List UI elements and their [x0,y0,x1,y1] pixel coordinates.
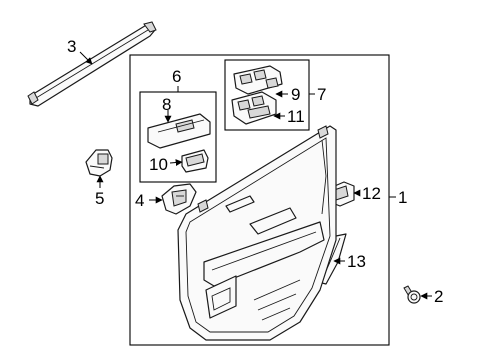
master-switch-box [224,59,310,131]
callout-7: 7 [317,85,326,104]
callout-1: 1 [398,188,407,207]
screw-part [403,285,421,304]
master-window-switch-part [231,91,277,125]
inside-handle-part [161,183,197,215]
switch-bezel-part [147,113,211,149]
window-switch-part [181,149,209,173]
callout-11: 11 [287,107,305,126]
leader-lines [79,51,432,300]
callout-4: 4 [135,191,144,210]
clip-part-5 [85,149,113,177]
callout-13: 13 [347,252,366,271]
callout-3: 3 [67,37,76,56]
door-trim-panel-part [177,125,337,341]
callout-5: 5 [95,189,104,208]
callout-12: 12 [362,184,381,203]
callout-2: 2 [434,287,443,306]
callout-8: 8 [162,95,171,114]
callout-9: 9 [291,85,300,104]
callout-10: 10 [149,155,168,174]
assembly-frame [129,54,390,346]
callout-6: 6 [172,67,181,86]
master-switch-bezel-part [233,65,283,95]
